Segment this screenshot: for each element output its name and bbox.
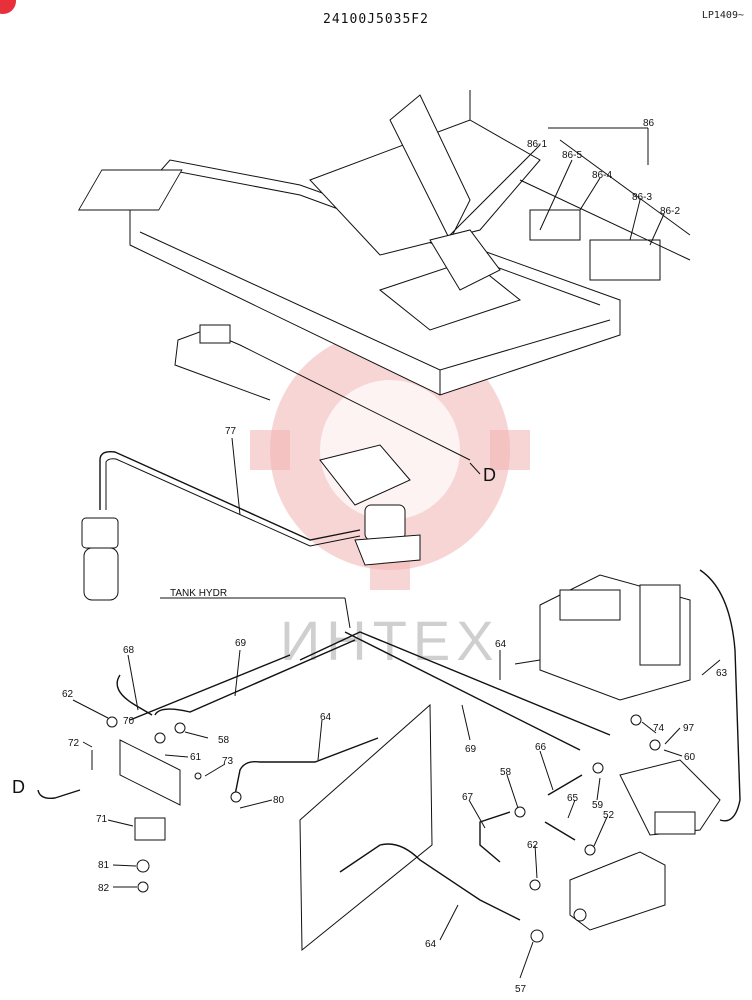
callout-69-mid: 69 xyxy=(465,744,477,755)
page-reference: LP1409~ xyxy=(701,10,744,21)
watermark-text: ИНТЕХ xyxy=(280,609,500,672)
callout-66: 66 xyxy=(535,742,547,753)
tank-leader-2 xyxy=(344,597,351,629)
solenoid-valve-block xyxy=(569,851,666,931)
callout-86-1: 86-1 xyxy=(527,139,547,150)
callout-81: 81 xyxy=(98,860,110,871)
callout-61: 61 xyxy=(190,752,202,763)
accumulator xyxy=(81,517,119,601)
callout-52: 52 xyxy=(603,810,615,821)
callout-86-5: 86-5 xyxy=(562,150,582,161)
drawing-code: 24100J5035F2 xyxy=(323,12,429,27)
tube-64-box xyxy=(299,703,433,952)
pilot-valve xyxy=(319,444,421,566)
hose-d-left xyxy=(37,789,81,800)
callout-64-upper: 64 xyxy=(495,639,507,650)
upper-frame-assembly xyxy=(77,90,691,396)
callout-64-lower: 64 xyxy=(425,939,437,950)
callout-60: 60 xyxy=(684,752,696,763)
callout-80: 80 xyxy=(273,795,285,806)
leader-lines xyxy=(72,127,721,979)
upper-harness xyxy=(174,324,471,461)
tank-hydr-label: TANK HYDR xyxy=(170,588,227,599)
callout-77: 77 xyxy=(225,426,237,437)
main-tubes xyxy=(116,631,611,751)
tube-65 xyxy=(544,821,576,841)
callout-62-right: 62 xyxy=(527,840,539,851)
callout-70: 70 xyxy=(123,716,135,727)
callout-64-mid: 64 xyxy=(320,712,332,723)
callout-68: 68 xyxy=(123,645,135,656)
callout-71: 71 xyxy=(96,814,108,825)
tube-64-mid xyxy=(234,737,379,796)
fittings xyxy=(106,714,661,943)
callout-74: 74 xyxy=(653,723,665,734)
callout-58-right: 58 xyxy=(500,767,512,778)
callout-63: 63 xyxy=(716,668,728,679)
callout-69-upper: 69 xyxy=(235,638,247,649)
callout-58-left: 58 xyxy=(218,735,230,746)
tube-64-lower xyxy=(339,843,521,921)
callout-86-4: 86-4 xyxy=(592,170,612,181)
connection-d-lower: D xyxy=(12,777,25,797)
bracket-assembly xyxy=(37,739,181,893)
main-pump xyxy=(514,574,691,701)
callout-73: 73 xyxy=(222,756,234,767)
callout-67: 67 xyxy=(462,792,474,803)
tube-77 xyxy=(99,450,361,547)
tube-66 xyxy=(547,774,583,796)
callout-97: 97 xyxy=(683,723,695,734)
callout-86-2: 86-2 xyxy=(660,206,680,217)
callout-62-left: 62 xyxy=(62,689,74,700)
callout-59: 59 xyxy=(592,800,604,811)
control-valve-right xyxy=(619,759,721,836)
callout-86-3: 86-3 xyxy=(632,192,652,203)
callout-86: 86 xyxy=(643,118,655,129)
callout-82: 82 xyxy=(98,883,110,894)
callout-72: 72 xyxy=(68,738,80,749)
hose-63 xyxy=(699,569,741,822)
connection-d-upper: D xyxy=(483,465,496,485)
callout-57: 57 xyxy=(515,984,527,995)
callout-65: 65 xyxy=(567,793,579,804)
tube-67 xyxy=(479,811,511,863)
